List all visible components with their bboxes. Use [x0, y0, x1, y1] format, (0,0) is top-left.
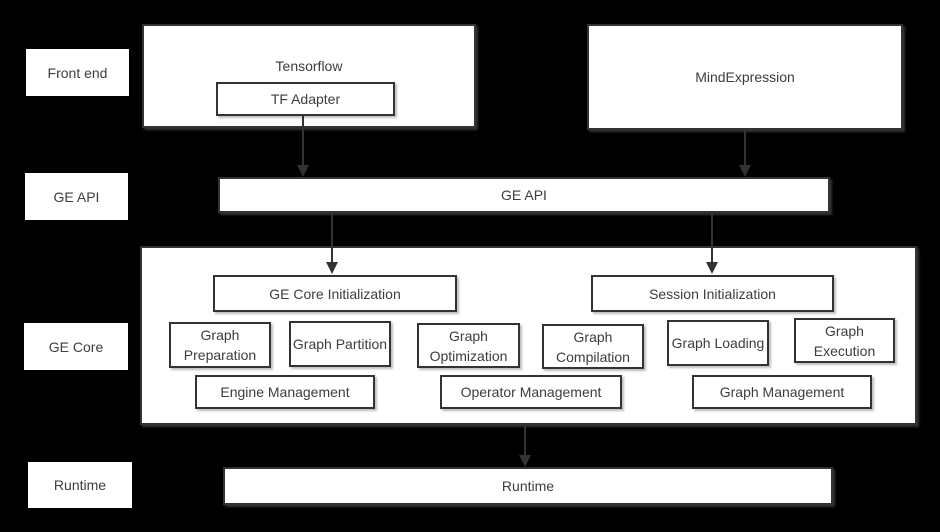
row-label-ge-api: GE API [25, 173, 128, 220]
arrow-head [297, 165, 309, 177]
graph-partition-box: Graph Partition [289, 321, 391, 367]
graph-preparation-text: Graph Preparation [183, 327, 257, 363]
tf-adapter-text: TF Adapter [270, 91, 341, 107]
arrow-ge-core-to-runtime-icon [519, 425, 531, 467]
graph-partition-text: Graph Partition [292, 336, 388, 352]
arrow-ge-api-to-session-initialization-icon [706, 213, 718, 274]
arrow-mindexpression-to-ge-api-icon [739, 130, 751, 177]
arrow-head [326, 262, 338, 274]
runtime-bar: Runtime [223, 467, 833, 505]
session-initialization-box: Session Initialization [591, 275, 834, 312]
row-label-runtime-text: Runtime [53, 477, 107, 493]
arrow-stem [302, 114, 304, 165]
mindexpression-text: MindExpression [695, 69, 795, 85]
arrow-stem [744, 130, 746, 165]
ge-core-initialization-text: GE Core Initialization [269, 285, 401, 302]
runtime-bar-text: Runtime [501, 478, 555, 494]
graph-execution-box: Graph Execution [794, 318, 895, 363]
mindexpression-box: MindExpression [587, 24, 903, 130]
session-initialization-text: Session Initialization [649, 285, 776, 302]
arrow-stem [524, 425, 526, 455]
operator-management-text: Operator Management [460, 384, 602, 400]
row-label-ge-api-text: GE API [53, 188, 100, 205]
arrow-stem [331, 213, 333, 262]
graph-compilation-box: Graph Compilation [542, 324, 644, 369]
graph-preparation-box: Graph Preparation [169, 322, 271, 368]
arrow-stem [711, 213, 713, 262]
tensorflow-title: Tensorflow [275, 58, 343, 74]
row-label-front-end: Front end [26, 49, 129, 96]
row-label-ge-core: GE Core [24, 323, 128, 370]
arrow-head [706, 262, 718, 274]
row-label-front-end-text: Front end [47, 64, 108, 81]
graph-management-text: Graph Management [719, 384, 845, 400]
arrow-tf-adapter-to-ge-api-icon [297, 114, 309, 177]
graph-loading-text: Graph Loading [671, 335, 765, 351]
ge-api-bar: GE API [218, 177, 830, 213]
row-label-runtime: Runtime [28, 462, 132, 508]
graph-execution-text: Graph Execution [813, 322, 876, 359]
graph-compilation-text: Graph Compilation [556, 328, 630, 365]
graph-optimization-box: Graph Optimization [417, 323, 520, 368]
ge-core-container: GE Core Initialization Session Initializ… [140, 246, 917, 425]
arrow-ge-api-to-core-initialization-icon [326, 213, 338, 274]
row-label-ge-core-text: GE Core [48, 338, 104, 355]
graph-management-box: Graph Management [692, 375, 872, 409]
arrow-head [519, 455, 531, 467]
engine-management-box: Engine Management [195, 375, 375, 409]
arrow-head [739, 165, 751, 177]
operator-management-box: Operator Management [440, 375, 622, 409]
graph-optimization-text: Graph Optimization [429, 327, 508, 364]
tf-adapter-box: TF Adapter [216, 82, 395, 116]
graph-loading-box: Graph Loading [667, 320, 769, 366]
tensorflow-box: Tensorflow TF Adapter [142, 24, 476, 128]
ge-core-initialization-box: GE Core Initialization [213, 275, 457, 312]
ge-api-bar-text: GE API [501, 187, 547, 203]
engine-management-text: Engine Management [220, 384, 350, 400]
